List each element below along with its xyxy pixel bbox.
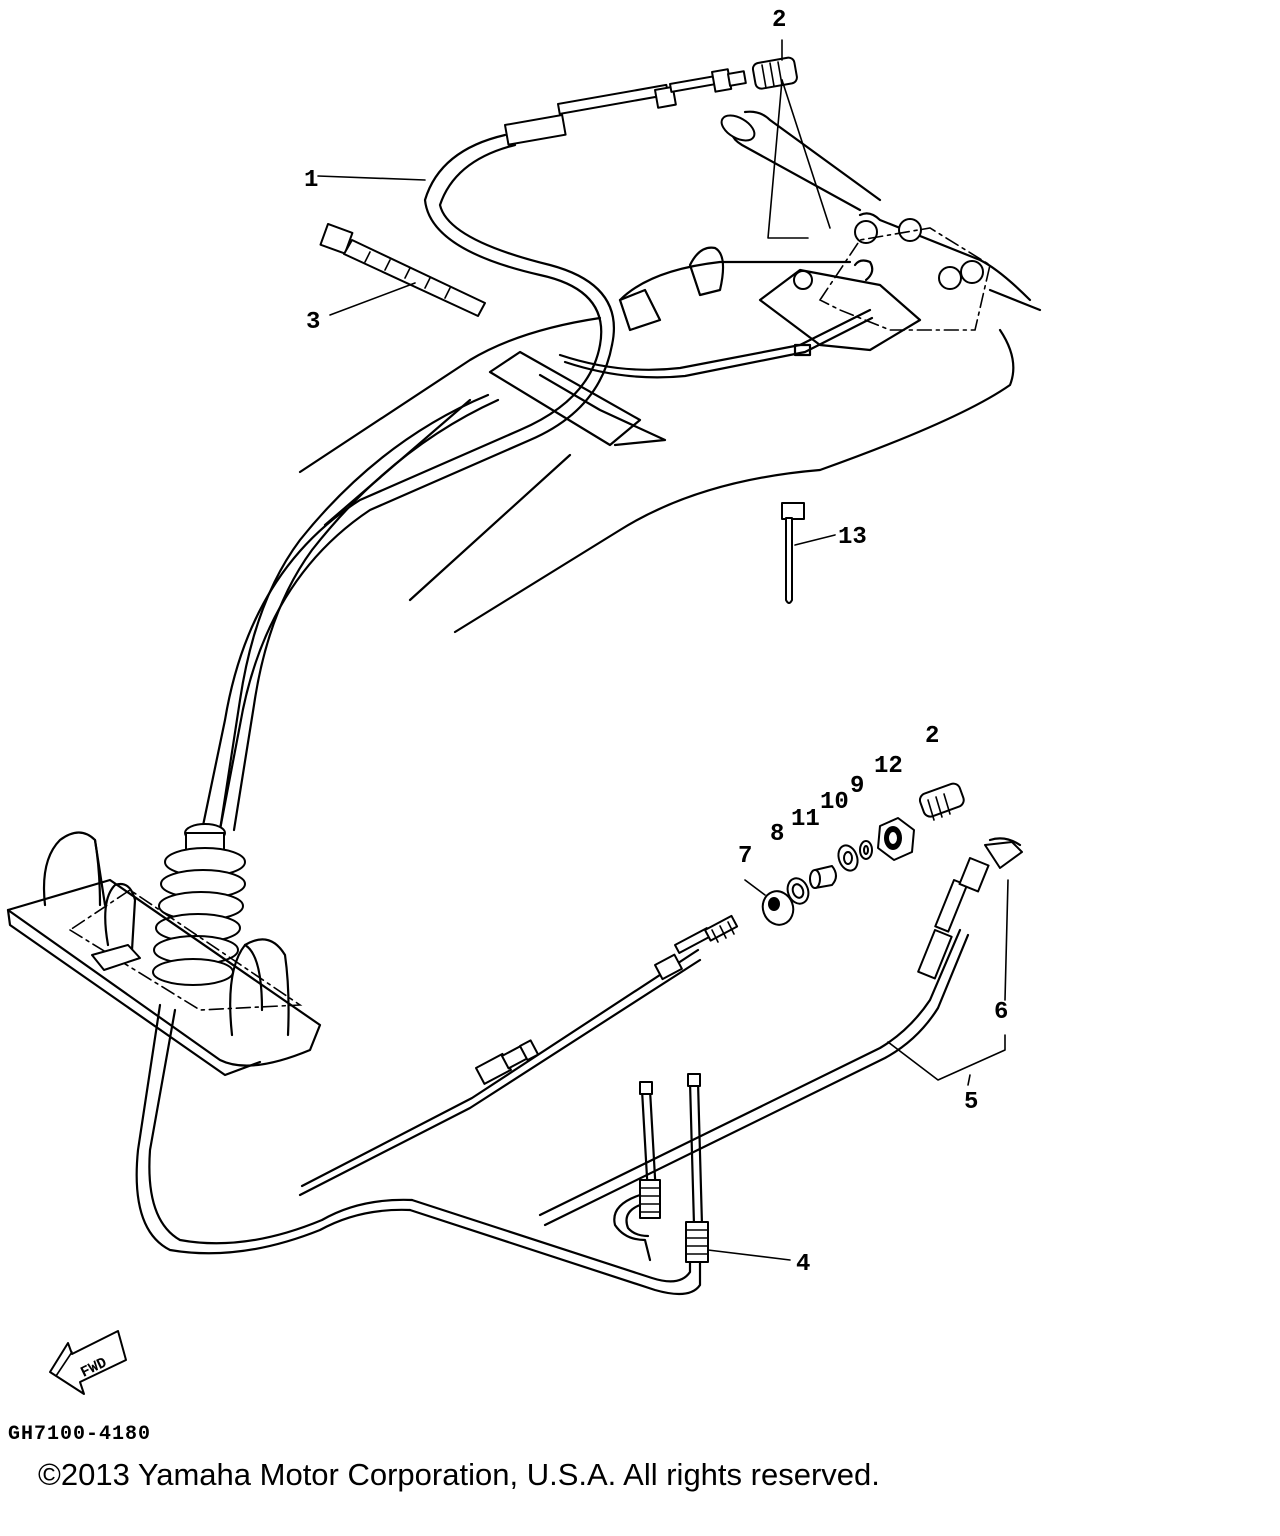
callout-2-top: 2 <box>772 7 786 34</box>
callout-4: 4 <box>796 1251 810 1278</box>
handlebar-assembly <box>618 110 1042 357</box>
callout-10: 10 <box>820 789 849 816</box>
diagram-code: GH7100-4180 <box>8 1423 152 1446</box>
callouts: 1 2 3 13 2 12 9 10 11 8 7 6 5 4 <box>304 7 1008 1278</box>
callout-3: 3 <box>306 309 320 336</box>
cable-tie-13 <box>781 502 805 604</box>
lower-cable-loop <box>135 1003 702 1296</box>
leader-lines <box>317 39 1009 1261</box>
callout-1: 1 <box>304 167 318 194</box>
callout-5: 5 <box>964 1089 978 1116</box>
callout-2-right: 2 <box>925 723 939 750</box>
bellows-boot <box>152 823 246 986</box>
callout-12: 12 <box>874 753 903 780</box>
callout-11: 11 <box>791 806 820 833</box>
cable-tie <box>319 223 486 317</box>
throttle-cable <box>198 68 874 842</box>
callout-7: 7 <box>738 843 752 870</box>
fwd-arrow: FWD <box>49 1330 127 1395</box>
cable-6 <box>538 837 1023 1227</box>
callout-9: 9 <box>850 773 864 800</box>
steering-bracket <box>6 831 322 1077</box>
adjuster-top <box>751 56 798 90</box>
callout-13: 13 <box>838 524 867 551</box>
copyright-notice: ©2013 Yamaha Motor Corporation, U.S.A. A… <box>38 1457 880 1492</box>
twin-rods <box>613 1073 709 1263</box>
callout-8: 8 <box>770 821 784 848</box>
hardware-stack <box>761 782 965 926</box>
hull-outline <box>298 260 1015 634</box>
callout-6: 6 <box>994 999 1008 1026</box>
steering-cable-bundle <box>218 393 500 832</box>
cable-5 <box>298 914 739 1197</box>
